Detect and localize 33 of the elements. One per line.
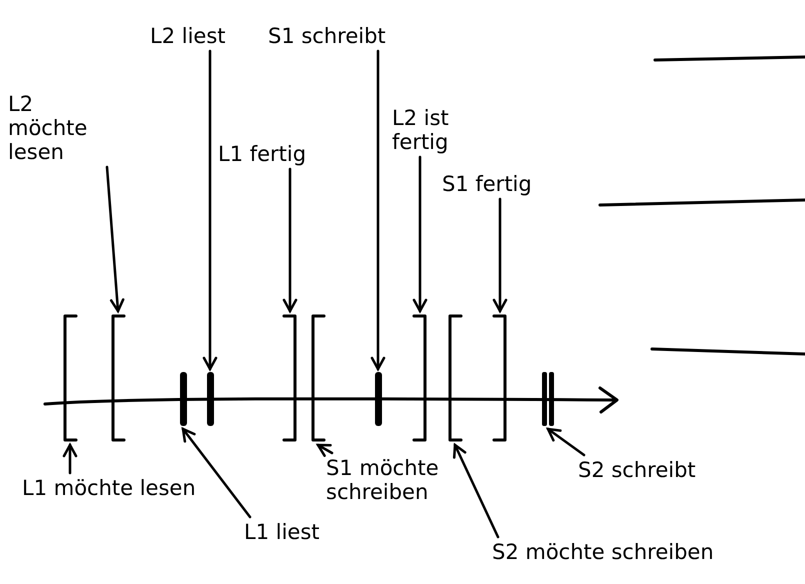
annotation-text: S2 möchte schreiben	[492, 540, 714, 564]
bar-mark	[180, 372, 186, 426]
leader-arrow	[546, 428, 586, 456]
leader-arrow	[62, 444, 78, 474]
annotation-text: L1 fertig	[218, 142, 306, 166]
annotation-text: S2 schreibt	[578, 458, 696, 482]
leader-arrow	[412, 156, 428, 312]
annotation-text: L1 liest	[244, 520, 320, 544]
bar-mark	[542, 372, 554, 426]
bar-mark	[206, 372, 214, 426]
leader-arrow	[452, 444, 500, 538]
bracket-mark	[110, 314, 126, 442]
leader-arrow	[282, 168, 298, 312]
leader-arrow	[492, 198, 508, 312]
annotation-text: S1 schreibt	[268, 24, 386, 48]
leader-arrow	[182, 428, 252, 518]
bracket-mark	[62, 314, 78, 442]
annotation-text: L2 möchte lesen	[8, 92, 113, 164]
leader-arrow	[106, 166, 124, 312]
bar-mark	[374, 372, 382, 426]
annotation-text: S1 möchte schreiben	[326, 456, 456, 504]
leader-arrow	[316, 444, 334, 457]
leader-arrow	[370, 50, 386, 370]
annotation-text: L2 liest	[150, 24, 226, 48]
bracket-mark	[412, 314, 428, 442]
annotation-text: L2 ist fertig	[392, 106, 472, 154]
annotation-text: S1 fertig	[442, 172, 532, 196]
bracket-mark	[492, 314, 508, 442]
annotation-text: L1 möchte lesen	[22, 476, 196, 500]
bracket-mark	[310, 314, 326, 442]
bracket-mark	[447, 314, 463, 442]
leader-arrow	[202, 50, 218, 370]
bracket-mark	[282, 314, 298, 442]
